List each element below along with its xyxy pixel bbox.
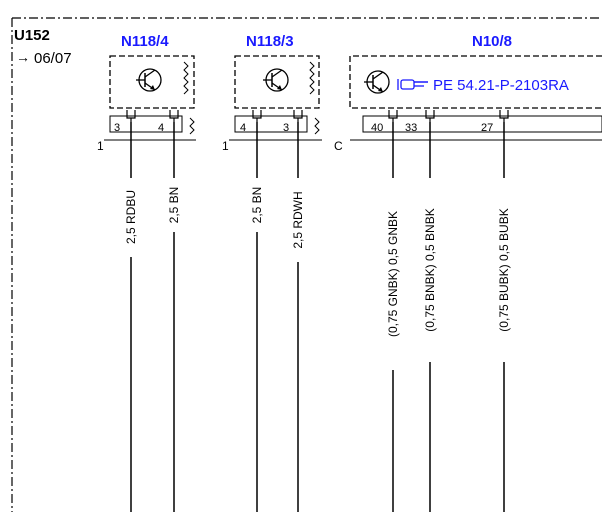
connector-n118-4: [109, 115, 183, 133]
connector-n10-8: [362, 115, 602, 133]
pin-label: 4: [240, 122, 246, 134]
wire-label: (0,75 BNBK) 0,5 BNBK: [423, 208, 437, 331]
pin-label: 3: [114, 122, 120, 134]
component-n118-4: N118/4 3 4 1: [97, 33, 196, 153]
coil-icon: [314, 117, 320, 135]
transistor-icon: [136, 68, 162, 92]
wires: [130, 122, 505, 512]
pin-label: 4: [158, 122, 164, 134]
pin-label: 3: [283, 122, 289, 134]
connector-n118-3: [234, 115, 308, 133]
component-label-n10-8: N10/8: [472, 33, 512, 50]
pin-terminal-icon: [425, 110, 435, 122]
pin-terminal-icon: [388, 110, 398, 122]
coil-icon: [189, 117, 195, 135]
pin-terminal-icon: [252, 110, 262, 122]
component-box-n118-3: [234, 55, 320, 109]
component-label-n118-3: N118/3: [246, 33, 294, 50]
component-n10-8: N10/8 PE 54.21-P-2103RA 40 33 27 C: [334, 33, 602, 153]
transistor-icon: [364, 70, 390, 94]
pin-terminal-icon: [126, 110, 136, 122]
wire-label: 2,5 BN: [250, 187, 264, 224]
connector-label: 1: [97, 139, 104, 153]
component-box-n118-4: [109, 55, 195, 109]
coil-icon: [183, 61, 189, 95]
reference-link[interactable]: PE 54.21-P-2103RA: [433, 77, 569, 94]
pin-terminal-icon: [293, 110, 303, 122]
pointing-hand-icon: [397, 79, 428, 90]
component-box-n10-8: [349, 55, 602, 109]
wire-label: 2,5 RDBU: [124, 190, 138, 244]
coil-icon: [309, 61, 315, 95]
pin-label: 40: [371, 122, 383, 134]
pin-label: 33: [405, 122, 417, 134]
diagram-date: 06/07: [34, 50, 72, 67]
pin-terminal-icon: [169, 110, 179, 122]
connector-label: C: [334, 139, 343, 153]
component-n118-3: N118/3 4 3 1: [222, 33, 322, 153]
diagram-code: U152: [14, 27, 50, 44]
connector-label: 1: [222, 139, 229, 153]
pin-label: 27: [481, 122, 493, 134]
wire-label: (0,75 GNBK) 0,5 GNBK: [386, 211, 400, 337]
component-label-n118-4: N118/4: [121, 33, 169, 50]
date-arrow: →: [16, 49, 30, 65]
wire-label: 2,5 BN: [167, 187, 181, 224]
transistor-icon: [263, 68, 289, 92]
wire-label: 2,5 RDWH: [291, 191, 305, 248]
wire-label: (0,75 BUBK) 0,5 BUBK: [497, 208, 511, 331]
pin-terminal-icon: [499, 110, 509, 122]
